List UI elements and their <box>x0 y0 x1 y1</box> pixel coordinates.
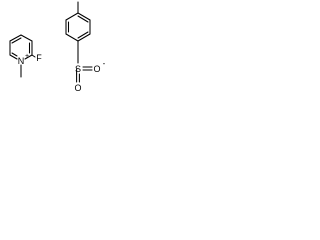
bond-ring-c6-n1-double <box>11 52 18 57</box>
bond-ring-c3-c4 <box>20 34 33 42</box>
bond-ring-lower-right-bottom <box>77 33 91 42</box>
nitrogen-charge-label: + <box>25 53 29 60</box>
pyridinium-ring <box>9 34 33 60</box>
bond-ring-top-upper-right <box>77 12 91 21</box>
bond-ring-c4-c5 <box>9 34 22 42</box>
sulfur-atom-label: S <box>75 64 81 74</box>
oxygen-bottom-atom-label: O <box>74 83 81 93</box>
oxygen-charge-label: - <box>103 59 106 68</box>
bond-ring-n1-c2 <box>24 54 33 60</box>
oxygen-right-atom-label: O <box>93 64 100 74</box>
bond-ring-c6-n1 <box>9 54 18 60</box>
bond-ring-bottom-lower-left <box>65 33 79 42</box>
fluorine-atom-label: F <box>36 53 42 63</box>
bond-ring-c4-c5-double <box>11 37 22 44</box>
benzene-ring <box>65 12 91 42</box>
bond-c2-fluorine <box>31 54 36 58</box>
bond-ring-top-upper-right-double <box>77 15 89 23</box>
nitrogen-atom-label: N <box>18 56 25 66</box>
bond-ring-upper-left-top <box>65 12 79 21</box>
bond-ring-lower-right-bottom-double <box>77 31 89 39</box>
structure-canvas: N + F <box>0 0 121 95</box>
chemical-structure-drawing: N + F <box>9 1 106 93</box>
